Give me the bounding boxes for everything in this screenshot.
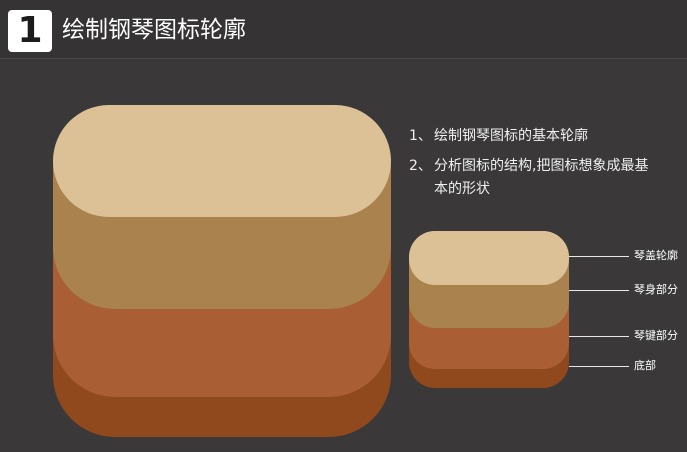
- header-bar: 1 绘制钢琴图标轮廓: [0, 0, 687, 59]
- step-number-badge: 1: [8, 10, 52, 52]
- note-number: 2、: [409, 158, 432, 174]
- page-title: 绘制钢琴图标轮廓: [62, 17, 246, 43]
- note-item-1: 1、绘制钢琴图标的基本轮廓: [409, 125, 588, 147]
- note-text: 绘制钢琴图标的基本轮廓: [434, 128, 588, 144]
- lid-layer-shape: [409, 231, 569, 285]
- callout-line-body: [569, 290, 629, 291]
- callout-line-base: [569, 366, 629, 367]
- label-keys: 琴键部分: [634, 329, 678, 342]
- note-text: 分析图标的结构,把图标想象成最基: [434, 158, 649, 174]
- label-body: 琴身部分: [634, 283, 678, 296]
- label-base: 底部: [634, 359, 656, 372]
- label-lid: 琴盖轮廓: [634, 249, 678, 262]
- lid-layer-shape: [53, 105, 391, 217]
- note-number: 1、: [409, 128, 432, 144]
- note-text-continued: 本的形状: [434, 181, 490, 197]
- callout-line-lid: [569, 256, 629, 257]
- callout-line-keys: [569, 336, 629, 337]
- note-item-2: 2、分析图标的结构,把图标想象成最基: [409, 155, 648, 177]
